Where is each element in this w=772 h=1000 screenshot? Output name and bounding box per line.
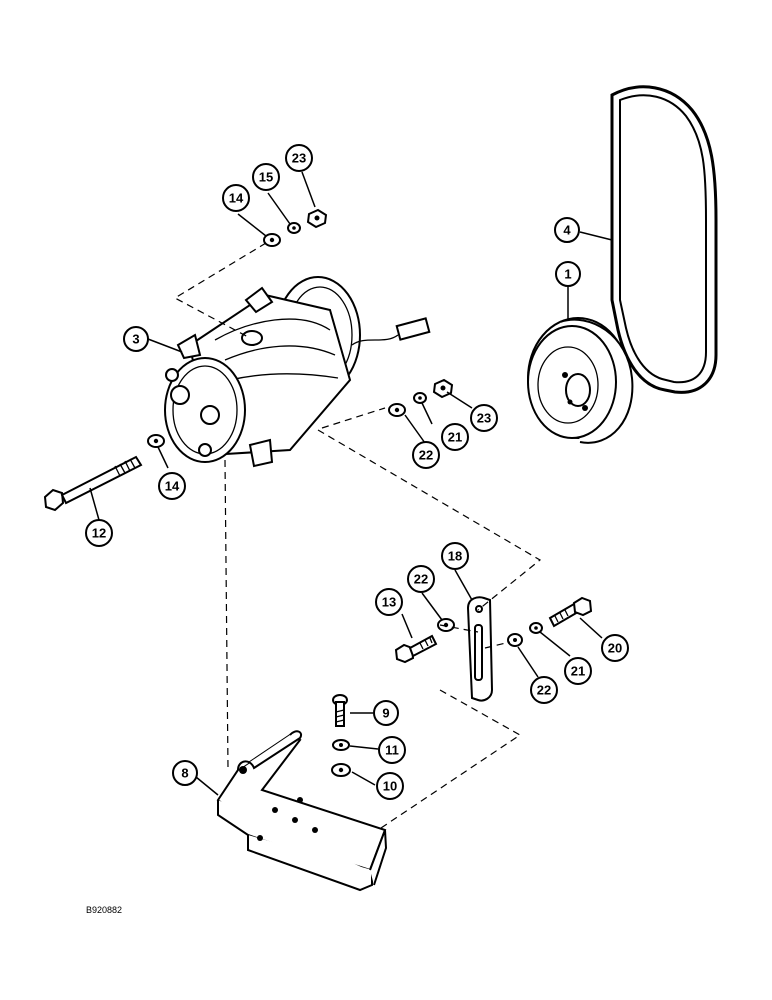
callout-21-upper: 21 <box>441 423 469 451</box>
pulley <box>527 317 634 444</box>
svg-text:21: 21 <box>448 430 462 445</box>
svg-text:13: 13 <box>382 595 396 610</box>
callout-20: 20 <box>601 634 629 662</box>
callout-22-lower: 22 <box>530 676 558 704</box>
drive-belt <box>610 85 718 394</box>
callout-4: 4 <box>554 217 580 243</box>
callout-21-lower: 21 <box>564 657 592 685</box>
callout-14-upper: 14 <box>222 184 250 212</box>
svg-text:10: 10 <box>383 779 397 794</box>
svg-text:18: 18 <box>448 549 462 564</box>
svg-text:8: 8 <box>181 766 188 781</box>
lock-washer-15 <box>287 222 301 234</box>
svg-text:23: 23 <box>292 151 306 166</box>
callout-15: 15 <box>252 163 280 191</box>
callout-10: 10 <box>376 772 404 800</box>
svg-text:11: 11 <box>385 743 399 758</box>
svg-text:12: 12 <box>92 526 106 541</box>
callout-22-middle: 22 <box>407 565 435 593</box>
callout-11: 11 <box>378 736 406 764</box>
callout-1: 1 <box>555 261 581 287</box>
svg-text:23: 23 <box>477 411 491 426</box>
callout-14-lower: 14 <box>158 472 186 500</box>
callout-23-side: 23 <box>470 404 498 432</box>
svg-text:20: 20 <box>608 641 622 656</box>
long-bolt <box>43 455 143 512</box>
svg-text:1: 1 <box>564 267 571 282</box>
callout-18: 18 <box>441 542 469 570</box>
svg-text:3: 3 <box>132 332 139 347</box>
washer-22-lower <box>507 633 523 647</box>
svg-text:9: 9 <box>382 706 389 721</box>
figure-id: B920882 <box>86 905 122 915</box>
svg-text:21: 21 <box>571 664 585 679</box>
bolt-20 <box>548 596 593 628</box>
assembly-dashed-lines <box>173 242 542 831</box>
bolt-9 <box>332 694 348 727</box>
washer-14-lower <box>147 434 165 448</box>
washer-10 <box>331 763 351 777</box>
nut-23-side <box>432 378 454 399</box>
compressor <box>164 276 431 468</box>
callout-3: 3 <box>123 326 149 352</box>
callout-9: 9 <box>373 700 399 726</box>
svg-text:15: 15 <box>259 170 273 185</box>
svg-text:14: 14 <box>165 479 180 494</box>
washer-14-upper <box>263 233 281 247</box>
lock-washer-11 <box>332 739 350 751</box>
callout-8: 8 <box>172 760 198 786</box>
svg-text:14: 14 <box>229 191 244 206</box>
lock-washer-21-lower <box>529 622 543 634</box>
svg-text:22: 22 <box>419 448 433 463</box>
washer-22-middle <box>437 618 455 632</box>
mounting-bracket <box>216 730 388 892</box>
callout-23-upper: 23 <box>285 144 313 172</box>
svg-text:4: 4 <box>563 223 571 238</box>
washer-22-upper <box>388 403 406 417</box>
callout-13: 13 <box>375 588 403 616</box>
lock-washer-21-upper <box>413 392 427 404</box>
callout-12: 12 <box>85 519 113 547</box>
svg-text:22: 22 <box>414 572 428 587</box>
svg-text:22: 22 <box>537 683 551 698</box>
leader-lines <box>89 171 613 796</box>
adjusting-strap <box>466 596 494 702</box>
bolt-13 <box>394 634 438 664</box>
callout-22-upper: 22 <box>412 441 440 469</box>
nut-23-upper <box>306 208 328 229</box>
